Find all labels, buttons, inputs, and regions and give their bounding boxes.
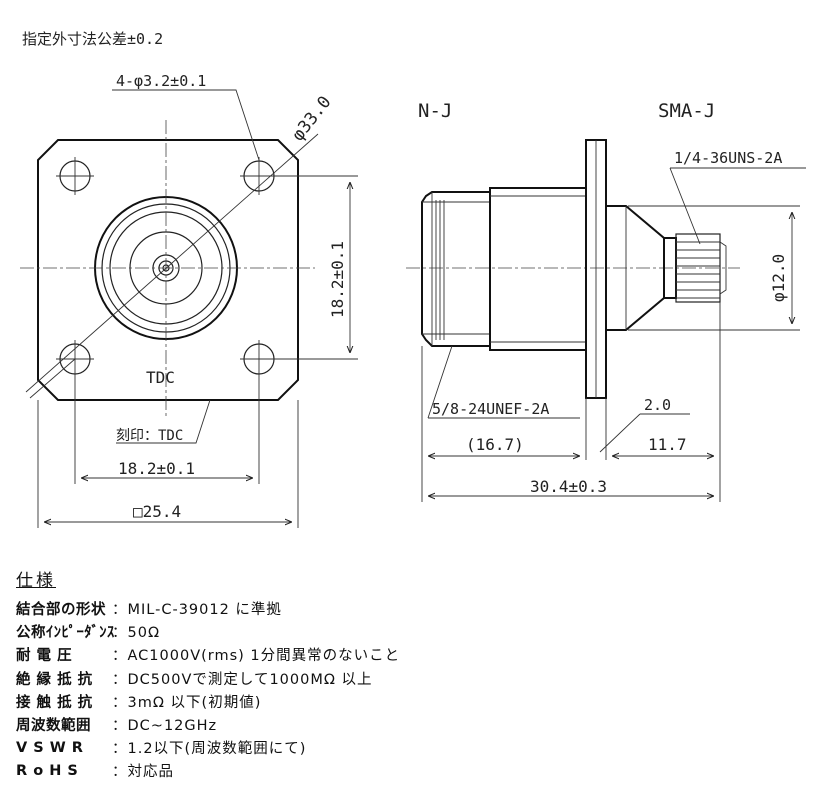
square-dim-label: □25.4	[133, 502, 181, 521]
front-view: φ33.0 4-φ3.2±0.1 18.2±0.1 TDC 刻印：TDC 18.…	[20, 72, 358, 528]
spec-value: ：50Ω	[112, 625, 161, 642]
spec-row: 耐 電 圧 ：AC1000V(rms) 1分間異常のないこと	[16, 643, 400, 666]
thread-n-label: 5/8-24UNEF-2A	[432, 400, 549, 418]
spec-row: 周波数範囲 ：DC~12GHz	[16, 713, 400, 736]
spec-row: R o H S ：対応品	[16, 759, 400, 782]
flange-outline	[37, 139, 299, 401]
dia-12-label: φ12.0	[769, 254, 788, 302]
n-j-label: N-J	[418, 100, 452, 122]
spec-label: 接 触 抵 抗	[16, 694, 93, 711]
width-dim-label: 18.2±0.1	[118, 459, 195, 478]
spec-row: 公称ｲﾝﾋﾟｰﾀﾞﾝｽ：50Ω	[16, 620, 400, 643]
thread-sma-label: 1/4-36UNS-2A	[674, 149, 782, 167]
spec-row: 接 触 抵 抗 ：3mΩ 以下(初期値)	[16, 690, 400, 713]
len-11-label: 11.7	[648, 435, 687, 454]
sma-j-label: SMA-J	[658, 100, 715, 122]
side-view: N-J SMA-J 1/4-36UNS-2A φ12.0 5/8-24UNEF-…	[406, 100, 806, 502]
len-16-label: (16.7)	[466, 435, 524, 454]
spec-value: ：DC~12GHz	[112, 718, 218, 735]
spec-value: ：対応品	[112, 764, 174, 781]
spec-label: 絶 縁 抵 抗	[16, 671, 93, 688]
spec-label: R o H S	[16, 762, 79, 779]
spec-row: 結合部の形状 ：MIL-C-39012 に準拠	[16, 597, 400, 620]
tdc-label: TDC	[146, 368, 175, 387]
spec-label: 結合部の形状	[16, 602, 106, 619]
connector-drawing: 指定外寸法公差±0.2 φ33.0 4-φ3.2±	[20, 30, 806, 528]
spec-label: 公称ｲﾝﾋﾟｰﾀﾞﾝｽ	[16, 625, 115, 642]
spec-label: V S W R	[16, 739, 84, 756]
spec-row: V S W R ：1.2以下(周波数範囲にて)	[16, 736, 400, 759]
flange-label: 2.0	[644, 396, 671, 414]
sma-thread	[675, 233, 721, 303]
hole-spec-label: 4-φ3.2±0.1	[116, 72, 206, 90]
spec-label: 周波数範囲	[16, 718, 91, 735]
spec-value: ：MIL-C-39012 に準拠	[112, 602, 282, 619]
spec-value: ：DC500Vで測定して1000MΩ 以上	[112, 671, 373, 688]
spec-label: 耐 電 圧	[16, 648, 73, 665]
spec-value: ：1.2以下(周波数範囲にて)	[112, 741, 307, 758]
spec-title: 仕様	[16, 571, 56, 591]
total-length-label: 30.4±0.3	[530, 477, 607, 496]
marking-label: 刻印：TDC	[116, 428, 183, 444]
height-dim-label: 18.2±0.1	[328, 241, 347, 318]
circle-dia-label: φ33.0	[288, 92, 335, 145]
spec-value: ：AC1000V(rms) 1分間異常のないこと	[112, 648, 401, 665]
spec-table: 仕様 結合部の形状：MIL-C-39012 に準拠公称ｲﾝﾋﾟｰﾀﾞﾝｽ：50Ω…	[16, 566, 400, 783]
connector-body	[489, 187, 587, 351]
spec-row: 絶 縁 抵 抗 ：DC500Vで測定して1000MΩ 以上	[16, 667, 400, 690]
tolerance-note: 指定外寸法公差±0.2	[22, 30, 163, 48]
spec-value: ：3mΩ 以下(初期値)	[112, 694, 262, 711]
